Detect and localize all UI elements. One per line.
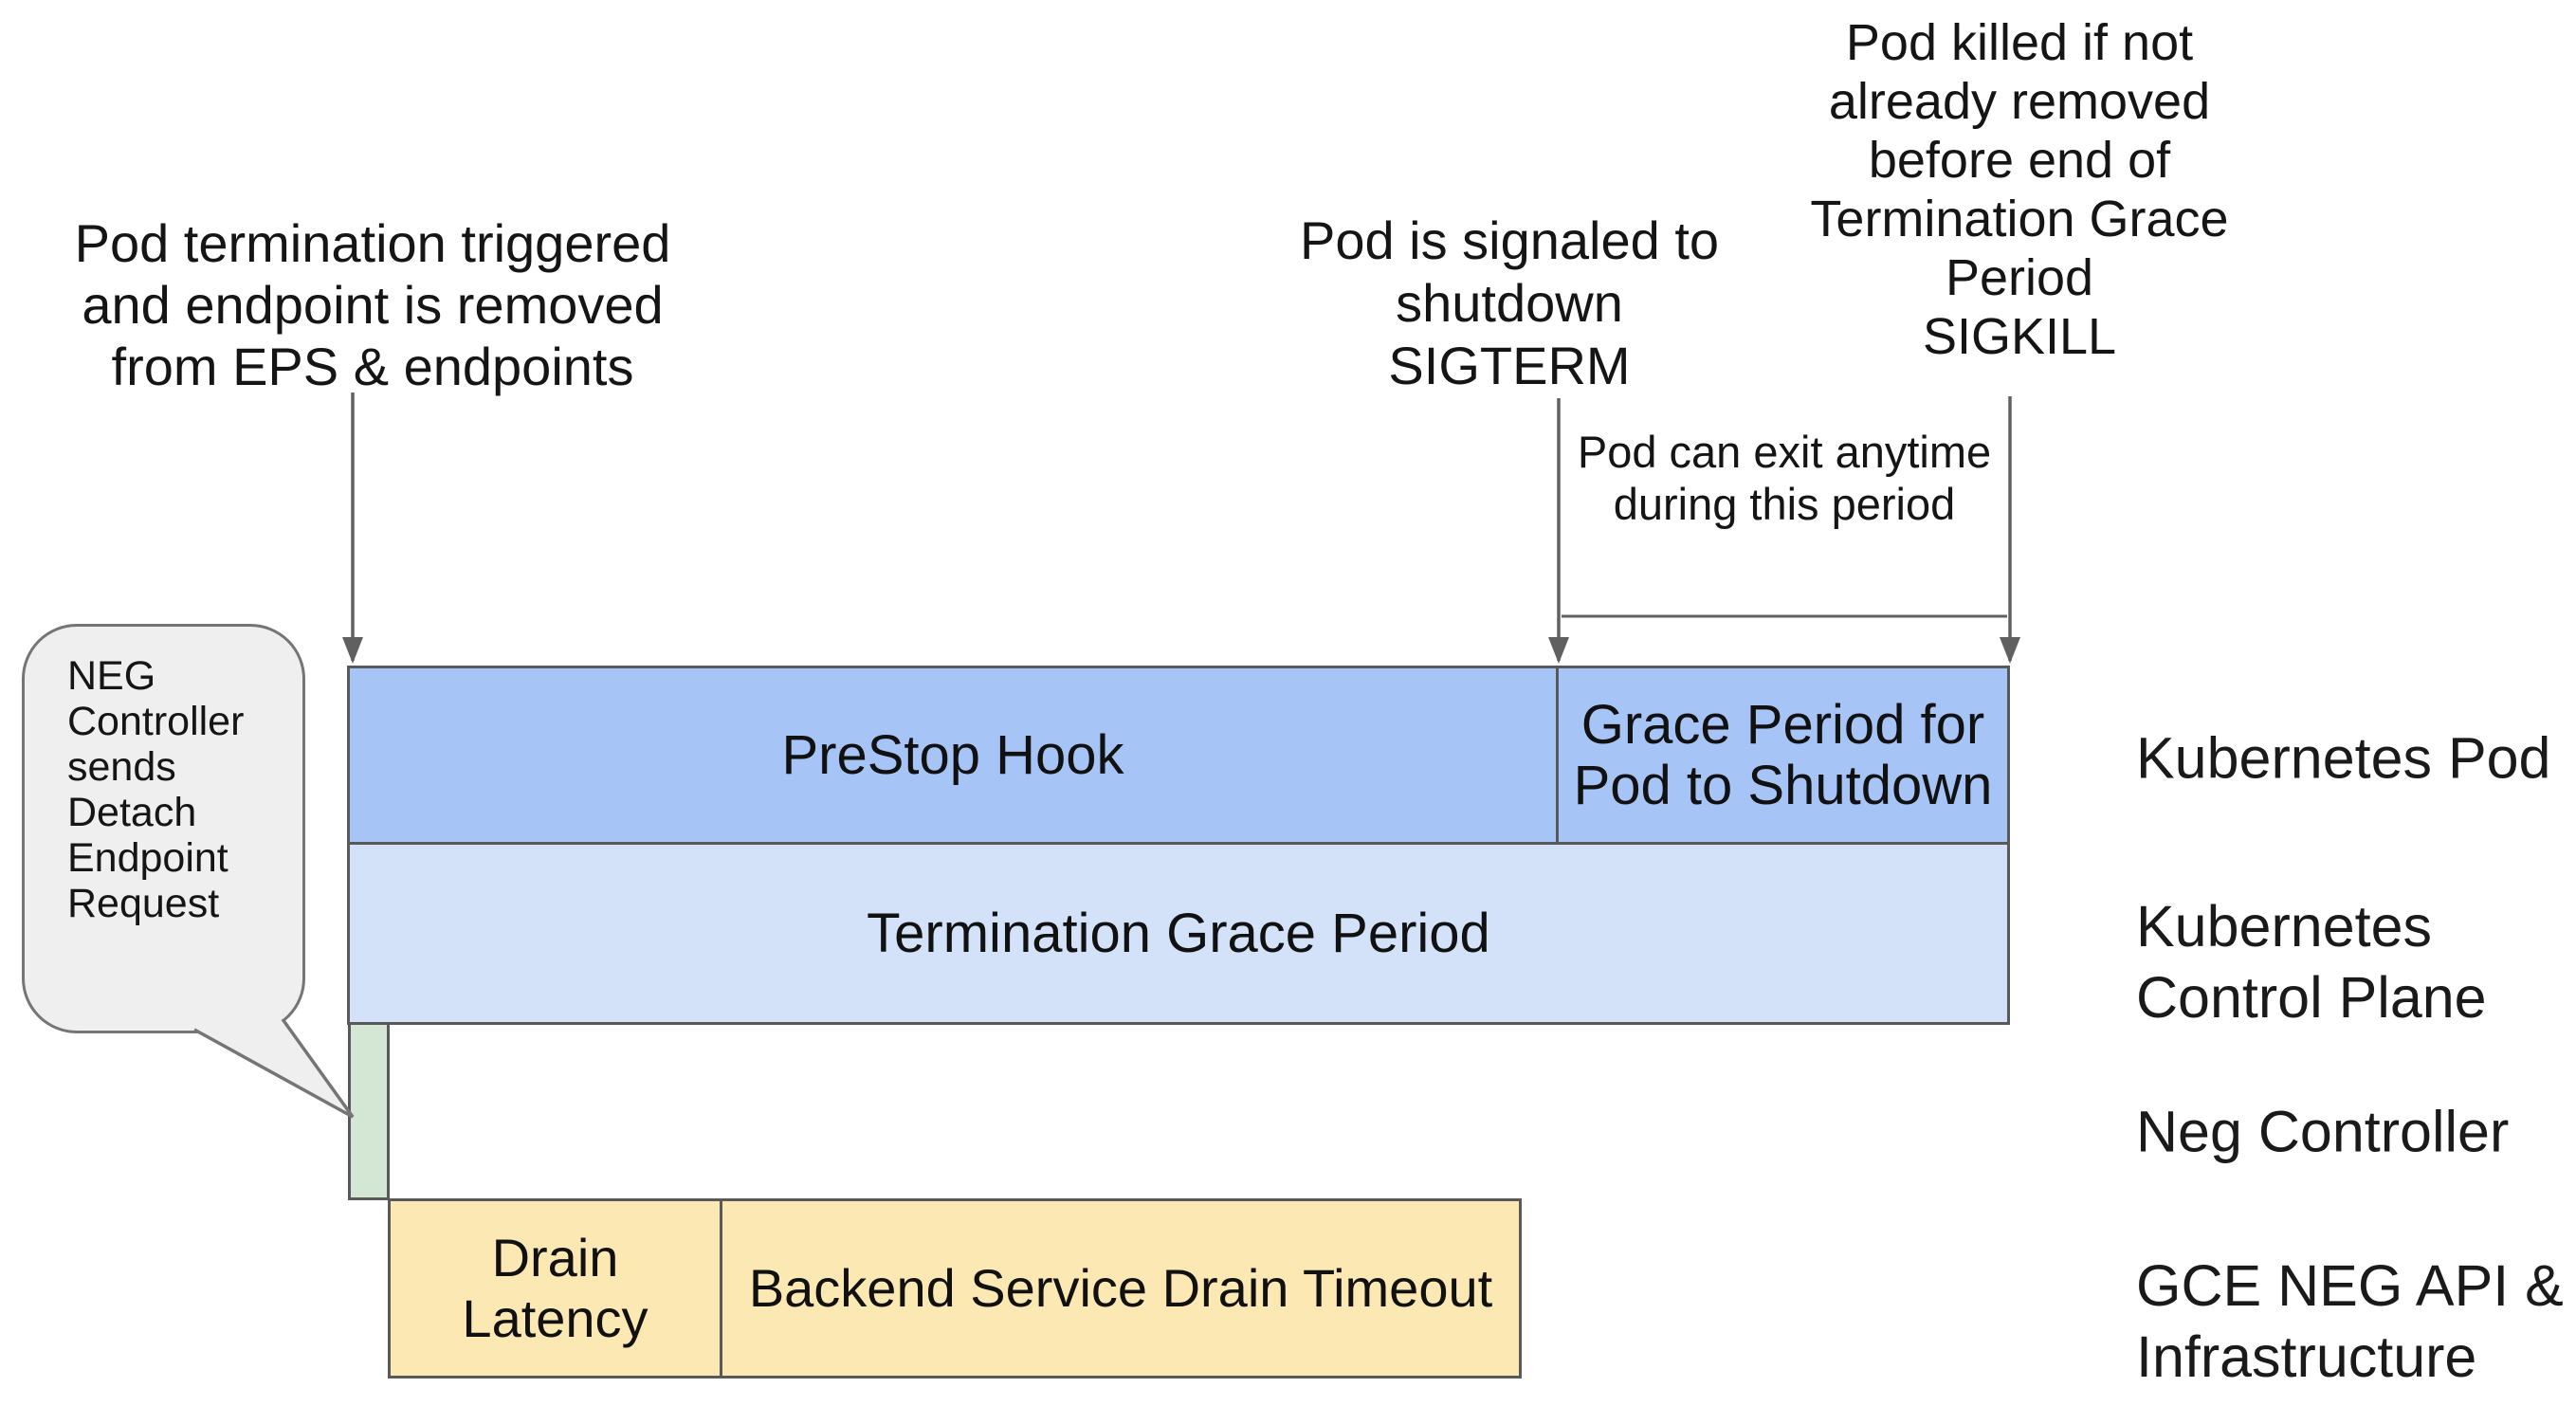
bubble-tail-outline [193, 1017, 355, 1119]
grace-period-label: Grace Period for Pod to Shutdown [1573, 693, 1993, 816]
lane-label-kubernetes-control-plane: Kubernetes Control Plane [2136, 894, 2487, 1030]
prestop-hook-segment: PreStop Hook [350, 668, 1559, 842]
prestop-hook-label: PreStop Hook [781, 723, 1124, 786]
sigkill-annotation: Pod killed if not already removed before… [1810, 14, 2229, 365]
neg-controller-callout-bubble: NEG Controller sends Detach Endpoint Req… [22, 624, 305, 1033]
backend-drain-timeout-segment: Backend Service Drain Timeout [722, 1201, 1519, 1376]
pod-termination-annotation: Pod termination triggered and endpoint i… [74, 213, 671, 396]
bubble-tail [194, 1019, 353, 1117]
drain-latency-segment: Drain Latency [391, 1201, 722, 1376]
gce-drain-bar: Drain Latency Backend Service Drain Time… [388, 1198, 1522, 1379]
lane-label-neg-controller: Neg Controller [2136, 1099, 2510, 1164]
lane-label-gce-neg-api: GCE NEG API & Infrastructure [2136, 1253, 2564, 1389]
backend-drain-timeout-label: Backend Service Drain Timeout [748, 1258, 1493, 1318]
termination-grace-period-label: Termination Grace Period [867, 902, 1490, 964]
neg-controller-bar [348, 1022, 390, 1200]
drain-latency-label: Drain Latency [462, 1228, 649, 1348]
neg-controller-callout-text: NEG Controller sends Detach Endpoint Req… [67, 653, 245, 926]
termination-grace-period-bar: Termination Grace Period [347, 842, 2010, 1025]
kubernetes-pod-bar: PreStop Hook Grace Period for Pod to Shu… [347, 666, 2010, 845]
lane-label-kubernetes-pod: Kubernetes Pod [2136, 725, 2551, 791]
sigterm-annotation: Pod is signaled to shutdown SIGTERM [1299, 210, 1720, 395]
grace-period-segment: Grace Period for Pod to Shutdown [1559, 668, 2007, 842]
pod-exit-annotation: Pod can exit anytime during this period [1577, 427, 1992, 529]
